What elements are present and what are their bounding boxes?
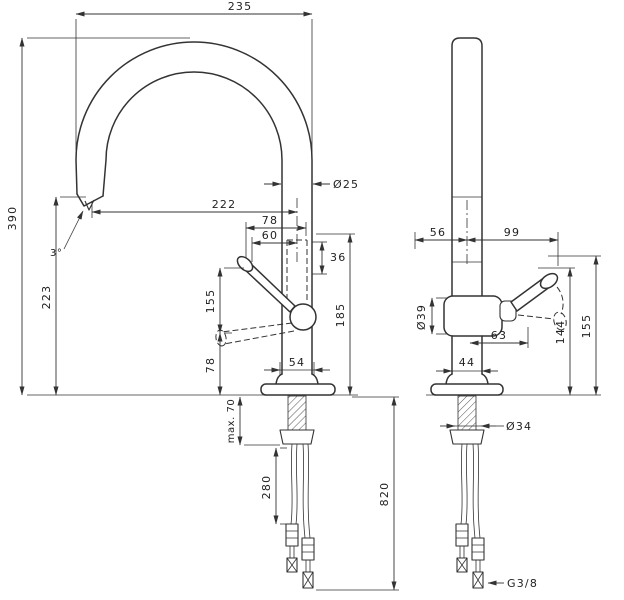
spout-tip (76, 193, 104, 207)
hose-connector-1 (285, 523, 299, 547)
escutcheon (430, 383, 504, 396)
hose-connector-1-detail (286, 530, 298, 558)
right-view-faucet (426, 37, 601, 589)
dim-angle-3deg: 3° (50, 210, 84, 259)
mounting-shank (457, 395, 477, 431)
hose-connector-2 (471, 537, 485, 561)
hose-end-1-cross (456, 557, 468, 573)
dim-155-right: 155 (548, 255, 601, 396)
dim-label-235: 235 (228, 0, 253, 13)
dim-235: 235 (75, 0, 313, 152)
dim-label-144: 144 (554, 320, 567, 345)
dim-60: 60 (251, 229, 298, 262)
left-view-faucet (75, 41, 358, 589)
dim-label-99: 99 (504, 226, 520, 239)
hose-connector-2-detail (472, 544, 484, 572)
dim-label-44: 44 (459, 356, 475, 369)
handle-boss (499, 300, 517, 322)
dim-label-78-upper: 78 (262, 214, 278, 227)
supply-hoses (290, 443, 311, 539)
dim-label-63: 63 (491, 329, 507, 342)
dim-label-36: 36 (330, 251, 346, 264)
mounting-shank (287, 395, 307, 431)
dim-223: 223 (40, 196, 86, 396)
dim-222: 222 (91, 198, 298, 218)
dim-label-820: 820 (378, 482, 391, 507)
dim-label-angle: 3° (50, 248, 62, 259)
dim-label-thread: G3/8 (507, 577, 538, 590)
dim-label-78-lower: 78 (204, 357, 217, 373)
dim-44: 44 (436, 356, 498, 374)
dim-144: 144 (538, 267, 575, 396)
dim-label-155-left: 155 (204, 289, 217, 314)
dim-thread-g38: G3/8 (487, 577, 538, 590)
dim-label-155-right: 155 (580, 314, 593, 339)
dim-820: 820 (316, 396, 399, 591)
dim-99: 99 (466, 226, 559, 266)
handle-alt-position (221, 322, 295, 345)
dim-label-dia39: Ø39 (415, 304, 428, 330)
dim-390: 390 (6, 37, 246, 396)
dim-dia39: Ø39 (415, 297, 448, 335)
dim-78-upper: 78 (245, 214, 307, 258)
dim-label-54: 54 (289, 356, 305, 369)
hose-connector-1-detail (456, 530, 468, 558)
hose-end-1-cross (286, 557, 298, 573)
hose-connector-2-detail (302, 544, 314, 572)
handle-pivot (289, 303, 317, 331)
dim-63: 63 (469, 327, 529, 348)
dim-78-lower: 78 (204, 332, 223, 396)
dim-185: 185 (316, 233, 355, 396)
dim-label-max70: max. 70 (226, 399, 237, 443)
hose-end-2-cross (472, 571, 484, 589)
dim-dia25: Ø25 (264, 178, 359, 191)
handle-alt-knob (553, 311, 567, 331)
spout-inner-outline (102, 71, 283, 375)
dim-36: 36 (312, 241, 346, 275)
dim-label-390: 390 (6, 206, 19, 231)
dim-label-185: 185 (334, 303, 347, 328)
dim-label-222: 222 (212, 198, 237, 211)
mounting-nut (449, 429, 485, 445)
dim-label-280: 280 (260, 475, 273, 500)
spout-outer-outline (75, 41, 313, 375)
dimensions-left: 235 390 223 3° 222 78 (6, 0, 399, 591)
dim-label-dia25: Ø25 (333, 178, 359, 191)
dim-label-60: 60 (262, 229, 278, 242)
dim-155-left: 155 (204, 267, 244, 334)
hose-connector-2 (301, 537, 315, 561)
handle-knob (539, 272, 559, 290)
dim-54: 54 (264, 356, 330, 376)
dim-label-56: 56 (430, 226, 446, 239)
hose-connector-1 (455, 523, 469, 547)
mounting-nut (279, 429, 315, 445)
dim-56: 56 (414, 226, 468, 249)
dim-max70: max. 70 (226, 396, 280, 446)
dim-dia34: Ø34 (440, 420, 532, 433)
column-outline (451, 37, 483, 297)
dim-280: 280 (260, 447, 289, 525)
escutcheon (260, 383, 336, 396)
dimensions-right: 56 99 Ø39 63 144 155 (414, 200, 601, 590)
dim-label-223: 223 (40, 285, 53, 310)
dim-label-dia34: Ø34 (506, 420, 532, 433)
cartridge-hidden-lines (286, 239, 308, 302)
hose-end-2-cross (302, 571, 314, 589)
spout-tip-nib (84, 199, 95, 211)
handle-alt-position (517, 286, 564, 320)
supply-hoses (460, 443, 481, 539)
